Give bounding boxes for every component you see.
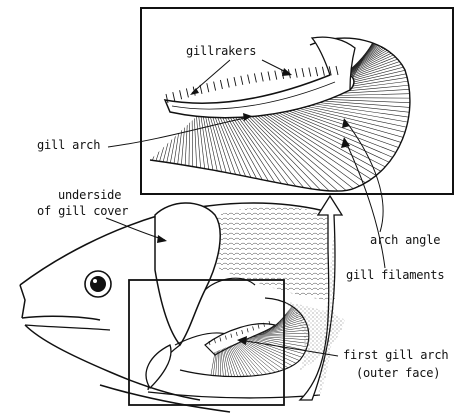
- fish-head: [20, 203, 345, 413]
- label-first-gill-arch-line1: first gill arch: [343, 348, 448, 363]
- label-gillrakers: gillrakers: [186, 44, 256, 59]
- label-underside-line1: underside: [58, 188, 121, 203]
- label-first-gill-arch-line2: (outer face): [356, 366, 440, 381]
- label-arch-angle: arch angle: [370, 233, 440, 248]
- gill-cover-flap: [155, 203, 220, 345]
- label-gill-arch: gill arch: [37, 138, 100, 153]
- label-gill-filaments: gill filaments: [346, 268, 444, 283]
- label-underside-line2: of gill cover: [37, 204, 128, 219]
